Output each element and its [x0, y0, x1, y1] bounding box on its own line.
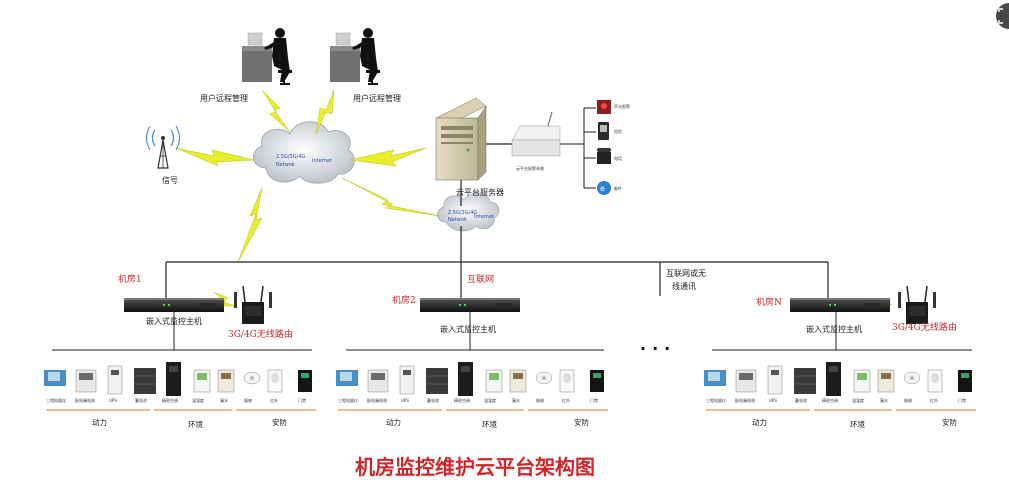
cloud-server-icon — [435, 97, 487, 181]
svg-text:精密空调: 精密空调 — [454, 397, 470, 403]
group-label: 安防 — [942, 417, 957, 427]
svg-text:配电漏电测: 配电漏电测 — [367, 397, 387, 403]
svg-text:温湿度: 温湿度 — [192, 397, 204, 403]
cloud-text: Internet — [312, 158, 332, 164]
monitoring-host-icon — [790, 298, 890, 312]
group-label: 动力 — [386, 417, 401, 427]
alarm-output-label: 声光报警 — [614, 103, 630, 109]
alarm-output-phone-icon — [597, 148, 611, 164]
svg-text:红外: 红外 — [270, 397, 278, 403]
cloud-text: 2.5G/3G/4G — [276, 154, 305, 160]
alarm-output-email-icon: e — [597, 181, 611, 195]
wireless-comm-label: 线通讯 — [672, 281, 696, 291]
machine-room-1: 机房1 嵌入式监控主机 3G/4G无线路由 三相电量仪 配电漏电测 UPS 蓄电… — [43, 273, 316, 429]
signal-tower-icon — [145, 125, 181, 169]
svg-text:烟感: 烟感 — [536, 397, 544, 403]
svg-text:蓄电池: 蓄电池 — [795, 397, 807, 403]
remote-user-label: 用户远程管理 — [353, 93, 401, 103]
svg-text:三相电量仪: 三相电量仪 — [46, 397, 66, 403]
svg-text:红外: 红外 — [930, 397, 938, 403]
group-label: 安防 — [272, 417, 287, 427]
monitoring-host-icon — [420, 298, 520, 312]
remote-user-1: 用户远程管理 — [200, 27, 293, 103]
svg-text:精密空调: 精密空调 — [162, 397, 178, 403]
svg-text:漏水: 漏水 — [512, 397, 520, 403]
router-icon — [233, 285, 273, 325]
monitoring-host-icon — [124, 298, 224, 312]
router-label: 3G/4G无线路由 — [228, 328, 293, 340]
alarm-system-icon — [511, 111, 561, 157]
machine-room-2: 机房2 嵌入式监控主机 三相电量仪 配电漏电测 UPS 蓄电池 精密空调 温湿度… — [335, 294, 608, 429]
more-rooms-ellipsis: ... — [640, 335, 676, 354]
field-devices — [43, 361, 313, 397]
network-cloud-small: 2.5G/3G/4G Netwok Internet — [437, 193, 500, 232]
svg-text:门禁: 门禁 — [590, 397, 598, 403]
router-label: 3G/4G无线路由 — [892, 321, 957, 333]
svg-text:蓄电池: 蓄电池 — [135, 397, 147, 403]
svg-text:烟感: 烟感 — [904, 397, 912, 403]
cloud-text: Netwok — [276, 162, 295, 168]
cloud-text: Internet — [474, 214, 494, 220]
remote-user-2: 用户远程管理 — [329, 27, 401, 103]
svg-text:UPS: UPS — [769, 398, 777, 403]
svg-text:UPS: UPS — [109, 398, 117, 403]
internet-label: 互联网 — [467, 274, 494, 285]
svg-text:温湿度: 温湿度 — [852, 397, 864, 403]
host-label: 嵌入式监控主机 — [440, 324, 496, 334]
wireless-links — [175, 89, 893, 313]
alarm-output-sms-icon — [598, 122, 609, 140]
field-devices — [703, 361, 973, 397]
svg-text:配电漏电测: 配电漏电测 — [735, 397, 755, 403]
alarm-output-siren-icon — [597, 100, 611, 114]
room-name: 机房1 — [118, 273, 142, 285]
svg-text:门禁: 门禁 — [958, 397, 966, 403]
svg-text:e: e — [600, 184, 605, 193]
alarm-output-label: 邮件 — [614, 185, 622, 191]
host-label: 嵌入式监控主机 — [806, 324, 862, 334]
alarm-output-label: 电话 — [614, 155, 622, 161]
alarm-label: 云平台报警系统 — [516, 165, 544, 171]
wireless-comm-label: 互联网或无 — [666, 268, 706, 278]
group-label: 安防 — [574, 417, 589, 427]
svg-text:蓄电池: 蓄电池 — [427, 397, 439, 403]
room-name: 机房N — [756, 296, 782, 308]
svg-text:精密空调: 精密空调 — [822, 397, 838, 403]
device-labels: 三相电量仪 配电漏电测 UPS 蓄电池 精密空调 温湿度 漏水 烟感 红外 门禁 — [706, 397, 966, 403]
group-label: 动力 — [752, 417, 767, 427]
svg-text:漏水: 漏水 — [880, 397, 888, 403]
svg-text:配电漏电测: 配电漏电测 — [75, 397, 95, 403]
fullscreen-button[interactable] — [996, 3, 1009, 29]
cloud-text: Netwok — [448, 217, 467, 223]
svg-text:烟感: 烟感 — [244, 397, 252, 403]
diagram-title: 机房监控维护云平台架构图 — [355, 455, 595, 479]
group-label: 环境 — [850, 419, 865, 429]
network-cloud-main: 2.5G/3G/4G Netwok Internet — [253, 121, 355, 184]
remote-user-label: 用户远程管理 — [200, 93, 248, 103]
group-label: 环境 — [482, 419, 497, 429]
group-label: 环境 — [188, 419, 203, 429]
svg-text:门禁: 门禁 — [298, 397, 306, 403]
alarm-output-label: 短信 — [614, 128, 622, 134]
field-devices — [335, 361, 605, 397]
svg-text:UPS: UPS — [401, 398, 409, 403]
svg-text:漏水: 漏水 — [220, 397, 228, 403]
svg-text:三相电量仪: 三相电量仪 — [338, 397, 358, 403]
router-icon — [897, 285, 937, 325]
svg-text:温湿度: 温湿度 — [484, 397, 496, 403]
room-name: 机房2 — [392, 294, 416, 306]
svg-text:三相电量仪: 三相电量仪 — [706, 397, 726, 403]
device-labels: 三相电量仪 配电漏电测 UPS 蓄电池 精密空调 温湿度 漏水 烟感 红外 门禁 — [46, 397, 306, 403]
signal-label: 信号 — [162, 175, 178, 185]
cloud-text: 2.5G/3G/4G — [448, 210, 477, 216]
svg-text:红外: 红外 — [562, 397, 570, 403]
machine-room-n: 机房N 嵌入式监控主机 3G/4G无线路由 三相电量仪 配电漏电测 UPS 蓄电… — [703, 285, 976, 429]
group-label: 动力 — [92, 417, 107, 427]
device-labels: 三相电量仪 配电漏电测 UPS 蓄电池 精密空调 温湿度 漏水 烟感 红外 门禁 — [338, 397, 598, 403]
server-label: 云平台服务器 — [456, 187, 504, 197]
expand-icon — [998, 8, 1003, 24]
